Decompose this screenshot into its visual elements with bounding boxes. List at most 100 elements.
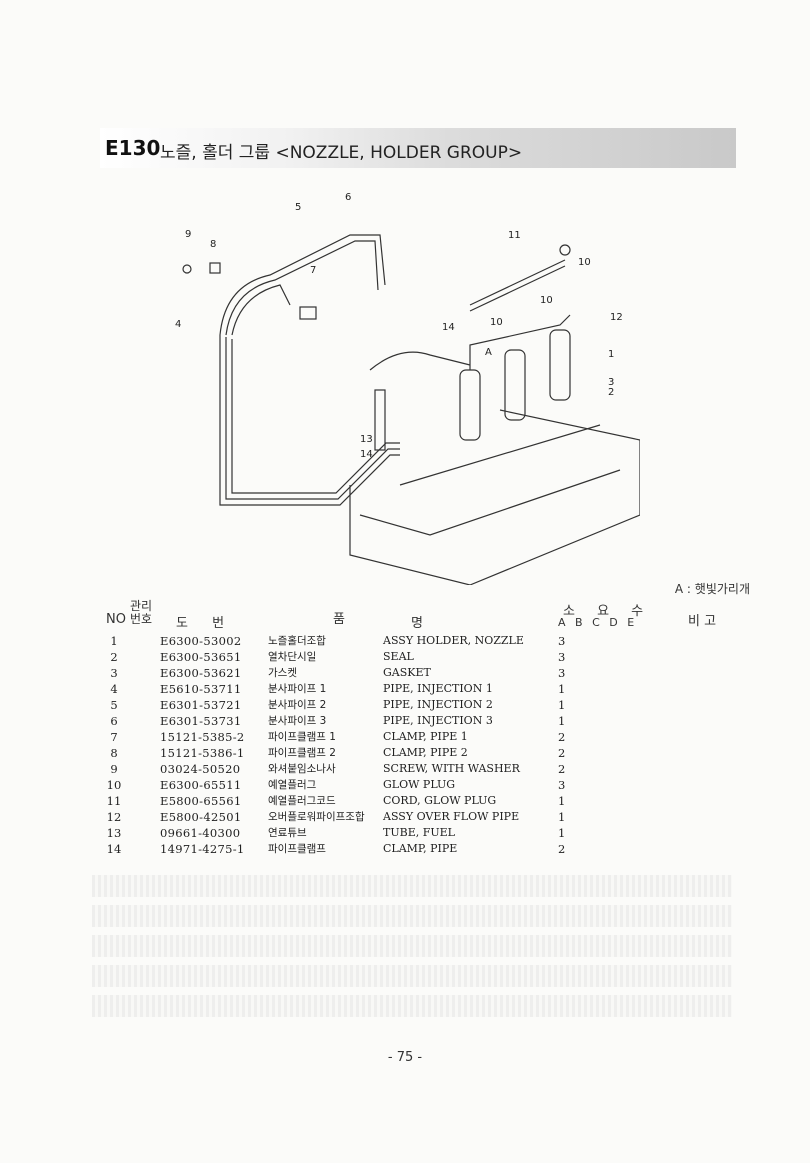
cell-qty: 1 [558, 682, 566, 696]
cell-part: 09661-40300 [160, 826, 241, 840]
svg-text:5: 5 [295, 202, 301, 213]
svg-text:2: 2 [608, 387, 614, 398]
cell-part: E5610-53711 [160, 682, 242, 696]
svg-text:9: 9 [185, 229, 191, 240]
cell-kr: 열차단시일 [268, 651, 317, 663]
header-mgmt: 관리 번호 [130, 599, 153, 626]
cell-qty: 1 [558, 826, 566, 840]
cell-part: 15121-5386-1 [160, 746, 245, 760]
cell-qty: 3 [558, 778, 566, 792]
scan-artifact [92, 875, 732, 897]
cell-no: 2 [110, 650, 118, 664]
scan-artifact [92, 935, 732, 957]
cell-en: CLAMP, PIPE 2 [383, 746, 468, 759]
cell-no: 8 [110, 746, 118, 760]
cell-en: ASSY OVER FLOW PIPE [383, 810, 520, 823]
cell-qty: 1 [558, 794, 566, 808]
svg-text:10: 10 [490, 317, 503, 328]
cell-qty: 1 [558, 698, 566, 712]
svg-text:11: 11 [508, 230, 521, 241]
cell-en: GASKET [383, 666, 431, 679]
cell-part: 14971-4275-1 [160, 842, 245, 856]
cell-no: 7 [110, 730, 118, 744]
cell-no: 3 [110, 666, 118, 680]
cell-qty: 1 [558, 810, 566, 824]
cell-no: 14 [106, 842, 122, 856]
svg-text:3: 3 [608, 377, 614, 388]
table-header: NO 관리 번호 도 번 품 명 소 요 수 A B C D E 비 고 [0, 598, 810, 634]
cell-qty: 3 [558, 666, 566, 680]
svg-text:4: 4 [175, 319, 181, 330]
scan-artifact [92, 965, 732, 987]
cell-kr: 예열플러그코드 [268, 795, 336, 807]
cell-part: E6301-53721 [160, 698, 242, 712]
header-remarks: 비 고 [688, 614, 717, 629]
cell-en: PIPE, INJECTION 1 [383, 682, 493, 695]
cell-en: PIPE, INJECTION 2 [383, 698, 493, 711]
table-row: 3 E6300-53621 가스켓 GASKET 3 [0, 665, 810, 681]
cell-en: GLOW PLUG [383, 778, 456, 791]
cell-kr: 연료튜브 [268, 827, 307, 839]
cell-kr: 분사파이프 3 [268, 715, 327, 727]
cell-kr: 와셔붙임소나사 [268, 763, 336, 775]
cell-en: ASSY HOLDER, NOZZLE [383, 634, 524, 647]
cell-kr: 파이프클램프 [268, 843, 326, 855]
cell-en: SEAL [383, 650, 414, 663]
parts-diagram: 5 6 9 8 7 4 11 10 10 10 14 12 1 3 2 13 1… [175, 192, 640, 585]
cell-part: 15121-5385-2 [160, 730, 245, 744]
cell-no: 13 [106, 826, 122, 840]
cell-kr: 파이프클램프 1 [268, 731, 336, 743]
svg-text:1: 1 [608, 349, 614, 360]
cell-kr: 파이프클램프 2 [268, 747, 336, 759]
cell-kr: 가스켓 [268, 667, 297, 679]
svg-text:12: 12 [610, 312, 623, 323]
cell-kr: 오버플로워파이프조합 [268, 811, 365, 823]
cell-kr: 노즐홀더조합 [268, 635, 326, 647]
header-name-1: 품 [333, 612, 345, 627]
title-bar [100, 128, 736, 168]
cell-qty: 3 [558, 634, 566, 648]
scan-artifact [92, 995, 732, 1017]
cell-en: PIPE, INJECTION 3 [383, 714, 493, 727]
svg-text:7: 7 [310, 265, 316, 276]
cell-en: CLAMP, PIPE 1 [383, 730, 468, 743]
header-name-2: 명 [411, 616, 423, 631]
cell-qty: 2 [558, 730, 566, 744]
cell-kr: 예열플러그 [268, 779, 317, 791]
cell-kr: 분사파이프 2 [268, 699, 327, 711]
cell-no: 11 [106, 794, 122, 808]
cell-part: E6300-65511 [160, 778, 242, 792]
cell-no: 6 [110, 714, 118, 728]
legend-note: A : 햇빛가리개 [674, 582, 750, 596]
page-number: - 75 - [387, 1050, 423, 1065]
cell-qty: 2 [558, 746, 566, 760]
cell-part: 03024-50520 [160, 762, 241, 776]
header-no: NO [106, 612, 126, 627]
cell-part: E5800-42501 [160, 810, 242, 824]
section-code: E130 [105, 136, 161, 160]
cell-no: 1 [110, 634, 118, 648]
cell-en: SCREW, WITH WASHER [383, 762, 520, 775]
cell-no: 9 [110, 762, 118, 776]
scan-artifact [92, 905, 732, 927]
svg-text:A: A [485, 347, 492, 358]
cell-no: 12 [106, 810, 122, 824]
table-row: 7 15121-5385-2 파이프클램프 1 CLAMP, PIPE 1 2 [0, 729, 810, 745]
cell-part: E6301-53731 [160, 714, 242, 728]
cell-part: E6300-53621 [160, 666, 242, 680]
section-title: 노즐, 홀더 그룹 <NOZZLE, HOLDER GROUP> [160, 143, 523, 163]
svg-text:14: 14 [360, 449, 373, 460]
table-row: 12 E5800-42501 오버플로워파이프조합 ASSY OVER FLOW PI… [0, 809, 810, 825]
header-drawing: 도 번 [176, 616, 225, 631]
cell-no: 5 [110, 698, 118, 712]
cell-en: CORD, GLOW PLUG [383, 794, 497, 807]
cell-no: 10 [106, 778, 122, 792]
svg-text:8: 8 [210, 239, 216, 250]
svg-text:6: 6 [345, 192, 351, 203]
